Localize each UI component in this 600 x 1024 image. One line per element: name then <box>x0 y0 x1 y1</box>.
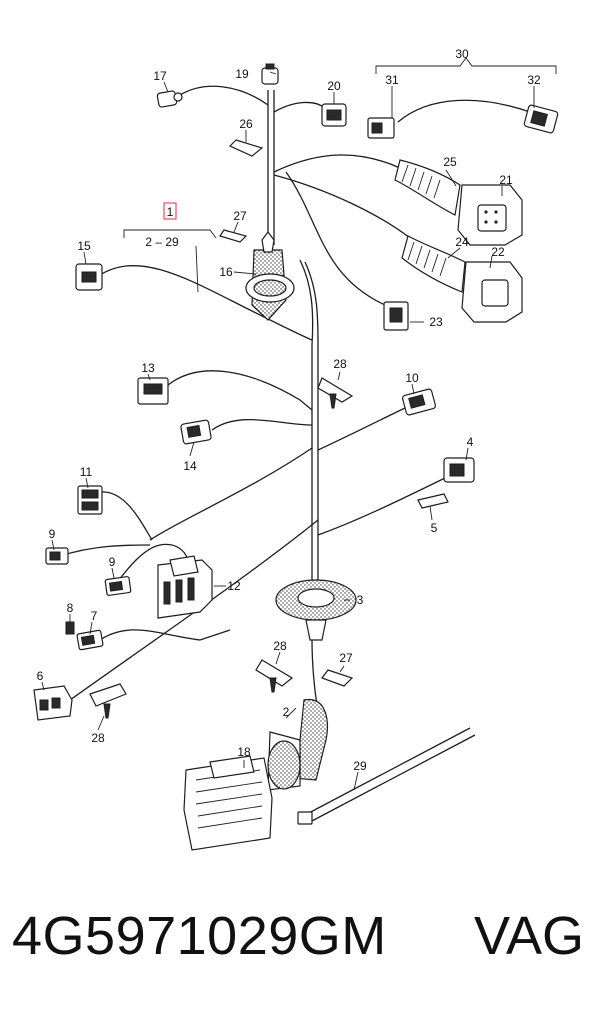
callout-27-lower: 27 <box>339 651 353 665</box>
connector-12 <box>157 555 213 619</box>
callout-1: 1 <box>167 205 174 219</box>
callout-31: 31 <box>385 73 399 87</box>
connector-19 <box>261 63 279 85</box>
callout-30: 30 <box>455 47 469 61</box>
grommet-3 <box>275 579 357 641</box>
clip-5 <box>417 493 449 509</box>
callout-7: 7 <box>91 609 98 623</box>
harness-wires <box>59 85 531 823</box>
components <box>33 63 559 851</box>
clip-27-lower <box>321 669 354 687</box>
callout-19: 19 <box>235 67 249 81</box>
connector-11 <box>77 485 103 515</box>
callout-28-middle: 28 <box>273 639 287 653</box>
callout-18: 18 <box>237 745 251 759</box>
connector-6 <box>33 685 73 721</box>
callout-9-left: 9 <box>49 527 56 541</box>
part-number: 4G5971029GM <box>12 906 387 966</box>
callout-10: 10 <box>405 371 419 385</box>
boot-2 <box>291 699 328 781</box>
callout-4: 4 <box>467 435 474 449</box>
clip-28-lower-left <box>89 683 127 719</box>
connector-10 <box>401 388 437 416</box>
cable-tie-29 <box>297 811 313 825</box>
clip-26 <box>228 139 264 157</box>
connector-9-left <box>45 547 69 565</box>
callout-22: 22 <box>491 245 505 259</box>
connector-17 <box>156 90 183 108</box>
callout-15: 15 <box>77 239 91 253</box>
clip-27-top <box>219 229 248 243</box>
callout-8: 8 <box>67 601 74 615</box>
callout-24: 24 <box>455 235 469 249</box>
callout-range-1: 2 – 29 <box>145 235 179 249</box>
boot-24 <box>401 235 466 293</box>
callout-11: 11 <box>80 465 93 479</box>
connector-20 <box>321 103 347 127</box>
brand-name: VAG <box>473 906 584 966</box>
connector-31 <box>367 117 395 139</box>
connector-22 <box>461 261 523 323</box>
connector-32 <box>523 104 559 134</box>
callout-14: 14 <box>183 459 197 473</box>
leader-lines <box>41 71 535 791</box>
callout-25: 25 <box>443 155 457 169</box>
connector-14 <box>180 419 212 445</box>
callout-20: 20 <box>327 79 341 93</box>
callout-32: 32 <box>527 73 541 87</box>
callout-3: 3 <box>357 593 364 607</box>
grommet-16 <box>245 231 295 321</box>
callout-28-lower-left: 28 <box>91 731 105 745</box>
connector-13 <box>137 377 169 405</box>
callout-2: 2 <box>283 705 290 719</box>
callout-1-highlight <box>163 202 177 220</box>
callout-13: 13 <box>141 361 155 375</box>
boot-25 <box>394 159 461 216</box>
brackets <box>123 57 557 239</box>
callout-12: 12 <box>227 579 241 593</box>
callout-5: 5 <box>431 521 438 535</box>
connector-9-right <box>104 576 132 596</box>
callout-26: 26 <box>239 117 253 131</box>
callout-9-right: 9 <box>109 555 116 569</box>
callout-23: 23 <box>429 315 443 329</box>
callout-21: 21 <box>499 173 513 187</box>
callout-28-upper: 28 <box>333 357 347 371</box>
connector-23 <box>383 301 409 331</box>
callout-27-top: 27 <box>233 209 247 223</box>
connector-21 <box>457 184 523 246</box>
connector-15 <box>75 263 103 291</box>
connector-4 <box>443 457 475 483</box>
callout-16: 16 <box>219 265 233 279</box>
clip-28-upper <box>317 377 354 409</box>
connector-7 <box>76 629 104 651</box>
callout-17: 17 <box>153 69 167 83</box>
wiring-harness-diagram: 1 2 – 29 2 3 4 5 6 7 8 9 9 10 11 12 13 1… <box>33 47 559 851</box>
clip-28-middle <box>255 659 294 693</box>
callout-29: 29 <box>353 759 367 773</box>
connector-18 <box>183 731 301 851</box>
callout-6: 6 <box>37 669 44 683</box>
callout-labels: 1 2 – 29 2 3 4 5 6 7 8 9 9 10 11 12 13 1… <box>37 47 541 773</box>
